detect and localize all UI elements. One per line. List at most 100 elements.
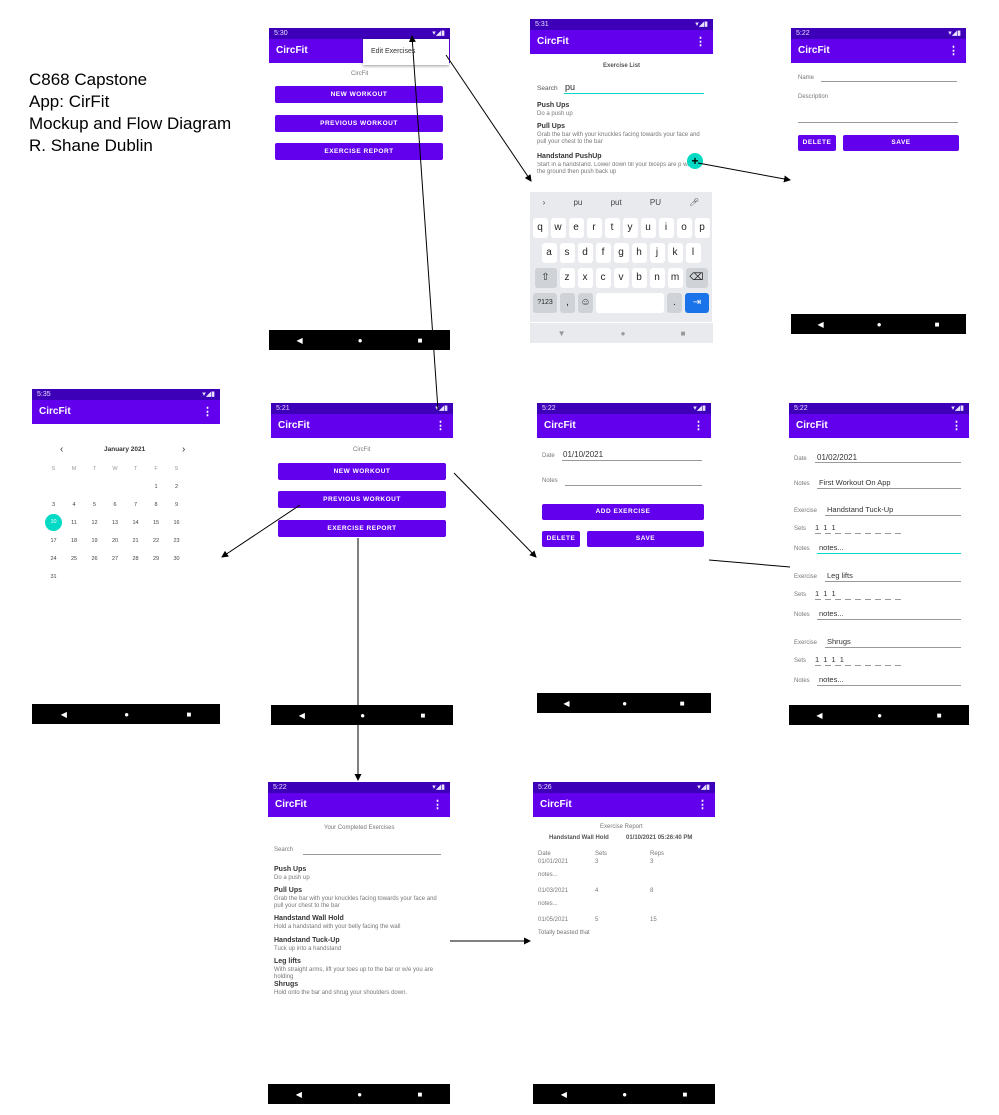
emoji-icon[interactable]: ☺	[578, 293, 593, 313]
key[interactable]: h	[631, 243, 647, 263]
recents-icon[interactable]: ■	[420, 710, 426, 720]
list-item-name[interactable]: Pull Ups	[537, 123, 566, 130]
mic-icon[interactable]: 🎤︎	[689, 198, 700, 207]
calendar-day[interactable]: 20	[111, 538, 119, 544]
more-icon[interactable]: ⋮	[432, 799, 443, 811]
key[interactable]: y	[622, 218, 638, 238]
exercise-report-button[interactable]: EXERCISE REPORT	[275, 143, 443, 160]
calendar-day[interactable]: 6	[113, 502, 117, 508]
home-icon[interactable]: ●	[622, 698, 628, 708]
key[interactable]: d	[577, 243, 593, 263]
more-icon[interactable]: ⋮	[695, 36, 706, 48]
key[interactable]: s	[559, 243, 575, 263]
list-item-name[interactable]: Handstand PushUp	[537, 153, 602, 160]
recents-icon[interactable]: ■	[417, 335, 423, 345]
back-icon[interactable]: ◀	[563, 698, 570, 708]
notes-field[interactable]	[565, 485, 702, 486]
key[interactable]: c	[595, 268, 611, 288]
home-icon[interactable]: ●	[124, 709, 130, 719]
calendar-day[interactable]: 3	[51, 502, 56, 508]
key[interactable]: l	[685, 243, 701, 263]
exercise-name[interactable]: Shrugs	[827, 637, 851, 646]
home-icon[interactable]: ●	[357, 1089, 363, 1099]
back-icon[interactable]: ◀	[817, 319, 824, 329]
more-icon[interactable]: ⋮	[693, 420, 704, 432]
recents-icon[interactable]: ■	[682, 1089, 688, 1099]
menu-item-edit-exercises[interactable]: Edit Exercises	[371, 48, 416, 55]
recents-icon[interactable]: ■	[934, 319, 940, 329]
list-item-name[interactable]: Pull Ups	[274, 887, 303, 894]
more-icon[interactable]: ⋮	[948, 45, 959, 57]
calendar-day[interactable]: 24	[50, 556, 57, 562]
back-icon[interactable]: ◀	[296, 335, 303, 345]
more-icon[interactable]: ⋮	[435, 420, 446, 432]
home-icon[interactable]: ●	[877, 710, 883, 720]
key[interactable]: k	[667, 243, 683, 263]
exercise-name[interactable]: Leg lifts	[827, 571, 853, 580]
back-icon[interactable]: ◀	[816, 710, 823, 720]
overflow-menu[interactable]: Edit Exercises	[363, 39, 449, 65]
recents-icon[interactable]: ■	[936, 710, 942, 720]
calendar-day[interactable]: 14	[132, 520, 139, 526]
sets-value[interactable]: 1 1 1	[815, 523, 837, 532]
back-icon[interactable]: ▼	[557, 328, 566, 338]
search-input[interactable]	[303, 854, 441, 855]
suggestion[interactable]: put	[610, 198, 622, 207]
calendar-day[interactable]: 19	[91, 538, 98, 544]
sets-value[interactable]: 1 1 1 1	[815, 655, 845, 664]
previous-workout-button[interactable]: PREVIOUS WORKOUT	[275, 115, 443, 132]
more-icon[interactable]: ⋮	[951, 420, 962, 432]
key[interactable]: w	[550, 218, 566, 238]
suggestion[interactable]: PU	[649, 198, 662, 207]
key[interactable]: v	[613, 268, 629, 288]
key[interactable]: e	[568, 218, 584, 238]
back-icon[interactable]: ◀	[295, 1089, 302, 1099]
calendar-day[interactable]: 22	[152, 538, 160, 544]
new-workout-button[interactable]: NEW WORKOUT	[275, 86, 443, 103]
add-exercise-button[interactable]: ADD EXERCISE	[542, 504, 704, 520]
add-exercise-fab[interactable]: +	[687, 153, 703, 169]
calendar-day[interactable]: 8	[154, 502, 158, 508]
delete-button[interactable]: DELETE	[542, 531, 580, 547]
calendar-day[interactable]: 27	[111, 556, 119, 562]
prev-month-icon[interactable]: ‹	[60, 444, 64, 455]
key[interactable]: a	[541, 243, 557, 263]
comma-key[interactable]: ,	[560, 293, 575, 313]
next-month-icon[interactable]: ›	[182, 444, 186, 455]
home-icon[interactable]: ●	[876, 319, 882, 329]
home-icon[interactable]: ●	[360, 710, 366, 720]
calendar-day[interactable]: 16	[173, 520, 180, 526]
notes-value[interactable]: notes...	[819, 675, 844, 684]
key[interactable]: q	[532, 218, 548, 238]
calendar-day[interactable]: 10	[45, 514, 62, 531]
home-icon[interactable]: ●	[622, 1089, 628, 1099]
key[interactable]: m	[667, 268, 683, 288]
key[interactable]: b	[631, 268, 647, 288]
calendar-day[interactable]: 31	[50, 574, 57, 580]
sets-value[interactable]: 1 1 1	[815, 589, 837, 598]
calendar-day[interactable]: 21	[132, 538, 139, 544]
calendar-day[interactable]: 2	[174, 484, 179, 490]
notes-field[interactable]: First Workout On App	[819, 478, 891, 487]
recents-icon[interactable]: ■	[186, 709, 192, 719]
calendar-day[interactable]: 13	[111, 520, 119, 526]
list-item-name[interactable]: Push Ups	[537, 102, 570, 109]
key[interactable]: x	[577, 268, 593, 288]
key[interactable]: p	[694, 218, 710, 238]
more-icon[interactable]: ⋮	[697, 799, 708, 811]
back-icon[interactable]: ◀	[60, 709, 67, 719]
date-field[interactable]: 01/10/2021	[563, 450, 604, 459]
key[interactable]: f	[595, 243, 611, 263]
period-key[interactable]: .	[667, 293, 682, 313]
key[interactable]: i	[658, 218, 674, 238]
calendar-day[interactable]: 4	[72, 502, 76, 508]
calendar-day[interactable]: 25	[70, 556, 78, 562]
notes-value[interactable]: notes...	[819, 609, 844, 618]
calendar-day[interactable]: 23	[173, 538, 180, 544]
calendar-day[interactable]: 9	[174, 502, 179, 508]
recents-icon[interactable]: ■	[679, 698, 685, 708]
key[interactable]: z	[559, 268, 575, 288]
calendar-day[interactable]: 7	[133, 502, 138, 508]
calendar-day[interactable]: 28	[132, 556, 139, 562]
list-item-name[interactable]: Shrugs	[274, 981, 299, 988]
